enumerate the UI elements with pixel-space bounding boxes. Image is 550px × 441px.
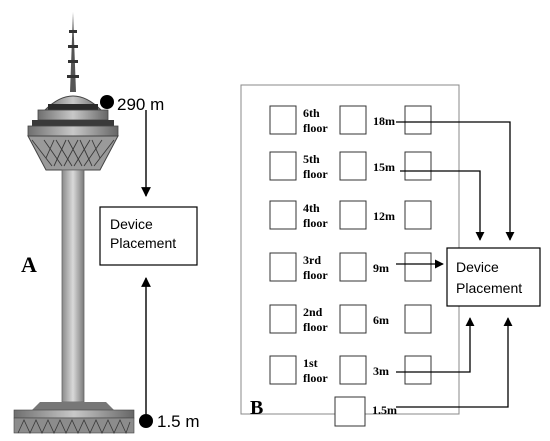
floor-label-number: 1st xyxy=(303,356,318,370)
arrow-1st-floor-to-device xyxy=(396,317,475,373)
ground-height-label: 1.5m xyxy=(372,403,397,417)
device-placement-box-a xyxy=(99,206,198,266)
floor-square-middle xyxy=(339,252,367,282)
floor-label-number: 4th xyxy=(303,201,320,215)
floor-square-right xyxy=(404,304,432,334)
floor-square-right xyxy=(404,355,432,385)
floor-square-left xyxy=(269,304,297,334)
floor-square-left xyxy=(269,200,297,230)
base-marker-dot xyxy=(139,414,153,428)
floor-label-word: floor xyxy=(303,167,328,181)
floor-square-right xyxy=(404,252,432,282)
floor-label-number: 6th xyxy=(303,106,320,120)
floor-height-label: 9m xyxy=(373,261,389,275)
floor-square-left xyxy=(269,355,297,385)
floor-height-label: 15m xyxy=(373,160,395,174)
floor-square-middle xyxy=(339,105,367,135)
floor-square-left xyxy=(269,252,297,282)
floor-label-word: floor xyxy=(303,320,328,334)
ground-device-square xyxy=(334,396,366,427)
floor-square-middle xyxy=(339,304,367,334)
floor-height-label: 3m xyxy=(373,364,389,378)
panel-b-label: B xyxy=(250,397,263,419)
base-height-label: 1.5 m xyxy=(157,412,200,431)
arrow-ground-to-device xyxy=(396,317,513,408)
floor-square-right xyxy=(404,105,432,135)
device-box-a-line1: Device xyxy=(110,216,153,232)
floor-label-number: 3rd xyxy=(303,253,321,267)
device-box-b-line2: Placement xyxy=(456,280,522,296)
arrow-5th-floor-to-device xyxy=(400,170,485,241)
floor-height-label: 12m xyxy=(373,209,395,223)
floor-label-word: floor xyxy=(303,371,328,385)
floor-height-label: 18m xyxy=(373,114,395,128)
floor-square-left xyxy=(269,151,297,181)
floor-square-right xyxy=(404,200,432,230)
top-marker-dot xyxy=(100,95,114,109)
floor-square-middle xyxy=(339,200,367,230)
floor-height-label: 6m xyxy=(373,313,389,327)
device-box-a-line2: Placement xyxy=(110,235,176,251)
top-height-label: 290 m xyxy=(117,95,164,114)
panel-a-label: A xyxy=(21,252,37,277)
floor-square-left xyxy=(269,105,297,135)
floor-square-middle xyxy=(339,355,367,385)
tower-illustration xyxy=(13,12,135,435)
floor-label-word: floor xyxy=(303,216,328,230)
floor-label-number: 5th xyxy=(303,152,320,166)
device-box-b-line1: Device xyxy=(456,259,499,275)
floor-square-right xyxy=(404,151,432,181)
arrow-6th-floor-to-device xyxy=(396,121,515,241)
device-placement-box-b xyxy=(446,247,541,307)
floor-label-number: 2nd xyxy=(303,305,323,319)
floor-square-middle xyxy=(339,151,367,181)
floor-label-word: floor xyxy=(303,268,328,282)
floor-label-word: floor xyxy=(303,121,328,135)
